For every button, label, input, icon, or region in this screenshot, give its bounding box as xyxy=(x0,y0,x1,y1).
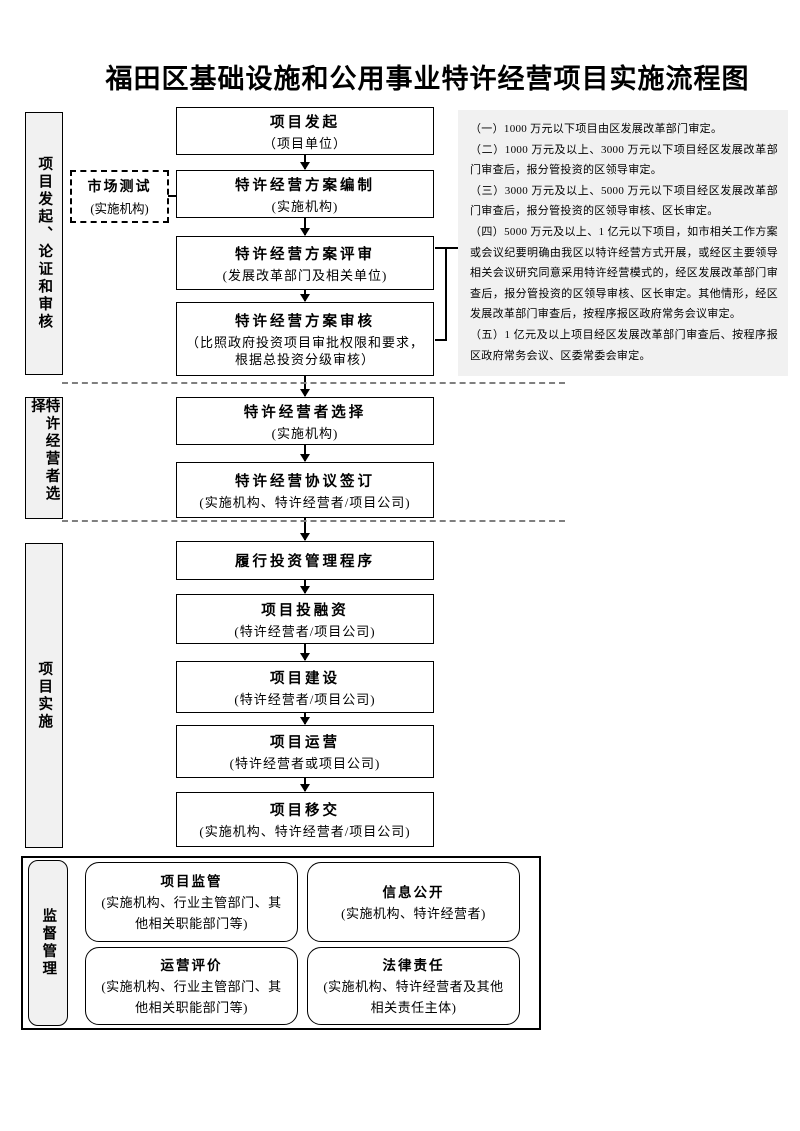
market-test-connector xyxy=(168,195,177,197)
supervision-box-information-disclosure: 信息公开 (实施机构、特许经营者) xyxy=(307,862,520,942)
market-test-org: (实施机构) xyxy=(90,202,149,216)
notes-connector-vertical xyxy=(445,247,447,340)
section-divider-2 xyxy=(62,520,565,522)
arrow-7-down-icon xyxy=(300,580,310,594)
note-item-5: （五）1 亿元及以上项目经区发展改革部门审查后、按程序报区政府常务会议、区委常委… xyxy=(470,328,778,362)
note-item-3: （三）3000 万元及以上、5000 万元以下项目经区发展改革部门审查后，报分管… xyxy=(470,184,778,218)
notes-panel: （一）1000 万元以下项目由区发展改革部门审定。 （二）1000 万元及以上、… xyxy=(458,110,788,376)
arrow-4-down-icon xyxy=(300,376,310,397)
supervision-box-legal-liability: 法律责任 (实施机构、特许经营者及其他相关责任主体) xyxy=(307,947,520,1025)
notes-connector-bottom xyxy=(435,339,447,341)
arrow-2-down-icon xyxy=(300,218,310,236)
flow-box-financing: 项目投融资 (特许经营者/项目公司) xyxy=(176,594,434,644)
flow-box-scheme-approval: 特许经营方案审核 （比照政府投资项目审批权限和要求，根据总投资分级审核） xyxy=(176,302,434,376)
note-item-1: （一）1000 万元以下项目由区发展改革部门审定。 xyxy=(470,123,723,135)
note-item-2: （二）1000 万元及以上、3000 万元以下项目经区发展改革部门审查后，报分管… xyxy=(470,143,778,177)
flow-box-operation: 项目运营 (特许经营者或项目公司) xyxy=(176,725,434,778)
market-test-box: 市场测试 (实施机构) xyxy=(70,170,169,223)
supervision-box-monitoring: 项目监管 (实施机构、行业主管部门、其他相关职能部门等) xyxy=(85,862,298,942)
flow-box-transfer: 项目移交 (实施机构、特许经营者/项目公司) xyxy=(176,792,434,847)
flow-box-project-initiation: 项目发起 （项目单位） xyxy=(176,107,434,155)
note-item-4: （四）5000 万元及以上、1 亿元以下项目，如市相关工作方案或会议纪要明确由我… xyxy=(470,225,778,321)
flow-box-investment-procedure: 履行投资管理程序 xyxy=(176,541,434,580)
page-title: 福田区基础设施和公用事业特许经营项目实施流程图 xyxy=(105,64,750,94)
arrow-8-down-icon xyxy=(300,644,310,661)
section-label-implementation: 项目实施 xyxy=(25,543,63,848)
supervision-box-operation-evaluation: 运营评价 (实施机构、行业主管部门、其他相关职能部门等) xyxy=(85,947,298,1025)
flow-box-agreement-signing: 特许经营协议签订 (实施机构、特许经营者/项目公司) xyxy=(176,462,434,518)
flow-box-franchisee-selection: 特许经营者选择 (实施机构) xyxy=(176,397,434,445)
section-divider-1 xyxy=(62,382,565,384)
section-label-supervision: 监督管理 xyxy=(28,860,68,1026)
arrow-9-down-icon xyxy=(300,713,310,725)
arrow-10-down-icon xyxy=(300,778,310,792)
section-label-initiation: 项目发起、论证和审核 xyxy=(25,112,63,375)
market-test-title: 市场测试 xyxy=(87,180,152,195)
flow-box-scheme-preparation: 特许经营方案编制 (实施机构) xyxy=(176,170,434,218)
section-label-franchisee-selection: 特许经营者选择 xyxy=(25,397,63,519)
arrow-1-down-icon xyxy=(300,155,310,170)
arrow-6-down-icon xyxy=(300,518,310,541)
flow-box-construction: 项目建设 (特许经营者/项目公司) xyxy=(176,661,434,713)
flow-box-scheme-review: 特许经营方案评审 (发展改革部门及相关单位) xyxy=(176,236,434,290)
arrow-5-down-icon xyxy=(300,445,310,462)
arrow-3-down-icon xyxy=(300,290,310,302)
